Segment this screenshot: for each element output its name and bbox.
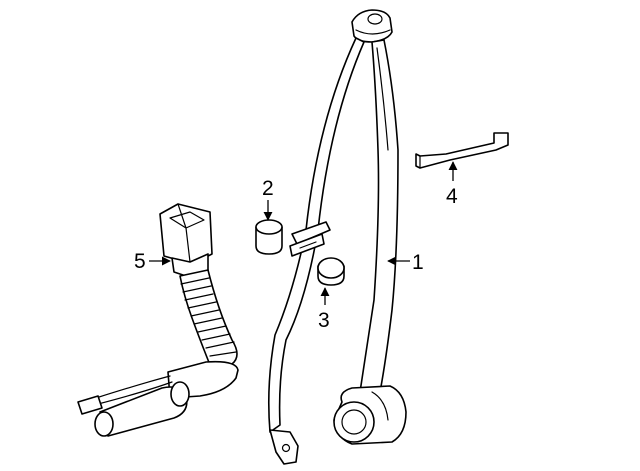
part-2-cap: [255, 219, 283, 255]
callout-3: 3: [318, 287, 330, 332]
retractor: [333, 385, 407, 445]
part-3-cap: [317, 257, 345, 286]
callout-label-3: 3: [318, 309, 330, 332]
part-1-seat-belt-assembly: [267, 9, 407, 465]
part-4-trim-bracket: [415, 132, 509, 169]
callout-label-4: 4: [446, 185, 458, 208]
rear-webbing: [359, 39, 399, 393]
webbing-guide: [289, 221, 331, 257]
upper-anchor: [351, 9, 393, 43]
part-5-buckle-assembly: [77, 203, 239, 437]
lower-anchor-plate: [269, 429, 299, 465]
callout-2: 2: [262, 177, 274, 221]
callout-1: 1: [387, 251, 424, 274]
callout-label-1: 1: [412, 251, 424, 274]
callout-5: 5: [134, 250, 171, 273]
callout-label-5: 5: [134, 250, 146, 273]
callout-4: 4: [446, 161, 458, 208]
callout-label-2: 2: [262, 177, 274, 200]
